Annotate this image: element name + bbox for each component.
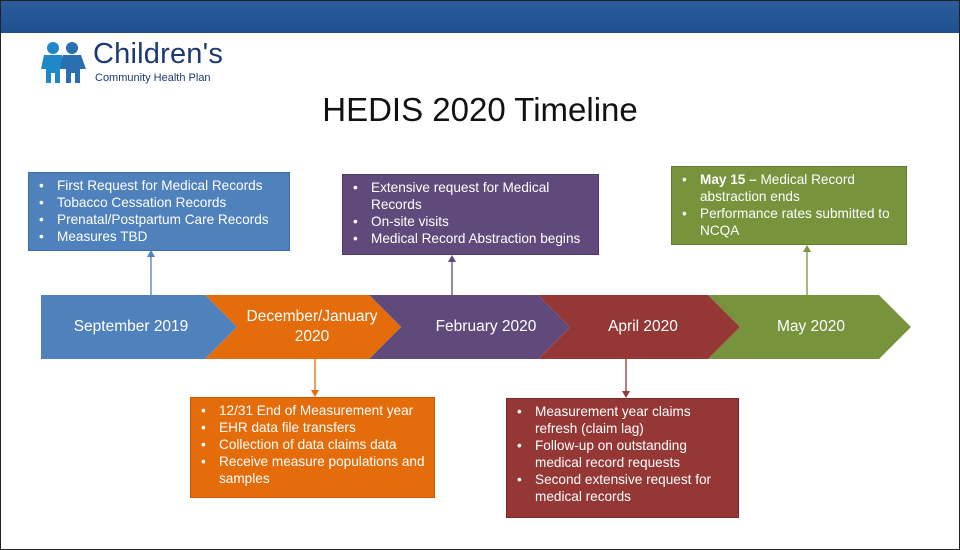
- bullet-item: Measurement year claims refresh (claim l…: [511, 403, 730, 437]
- chevron-april: [538, 295, 740, 359]
- callout-february: Extensive request for Medical Records On…: [342, 174, 599, 255]
- bullet-item: Medical Record Abstraction begins: [347, 230, 590, 247]
- bullet-item: Tobacco Cessation Records: [33, 194, 281, 211]
- arrowhead-february: [448, 255, 456, 262]
- connector-lines: [147, 245, 811, 398]
- callout-december: 12/31 End of Measurement year EHR data f…: [190, 397, 435, 498]
- timeline-label-september: September 2019: [73, 318, 189, 335]
- timeline-label-april: April 2020: [608, 318, 678, 335]
- bullet-item: EHR data file transfers: [195, 419, 426, 436]
- timeline-label-december: December/January 2020: [246, 308, 378, 345]
- arrowhead-april: [622, 391, 630, 398]
- bullet-item: Prenatal/Postpartum Care Records: [33, 211, 281, 228]
- callout-may: May 15 – Medical Record abstraction ends…: [671, 166, 907, 245]
- callout-april: Measurement year claims refresh (claim l…: [506, 398, 739, 518]
- chevron-february: [369, 295, 570, 359]
- bullet-item: May 15 – Medical Record abstraction ends: [676, 171, 898, 205]
- page-title: HEDIS 2020 Timeline: [322, 91, 638, 128]
- arrowhead-may: [803, 245, 811, 252]
- chevron-december: [205, 295, 401, 359]
- timeline-label-february: February 2020: [435, 318, 537, 335]
- timeline-label-may: May 2020: [776, 318, 846, 335]
- bullet-item: First Request for Medical Records: [33, 177, 281, 194]
- arrowhead-december: [311, 390, 319, 397]
- children-figures-icon: [41, 42, 86, 83]
- bullet-item: Measures TBD: [33, 228, 281, 245]
- logo-subtitle: Community Health Plan: [95, 72, 211, 84]
- chevron-september: [41, 295, 237, 359]
- bullet-item: Collection of data claims data: [195, 436, 426, 453]
- callout-september: First Request for Medical Records Tobacc…: [28, 172, 290, 251]
- bullet-item: On-site visits: [347, 213, 590, 230]
- bullet-item: 12/31 End of Measurement year: [195, 402, 426, 419]
- bullet-item: Receive measure populations and samples: [195, 453, 426, 487]
- header-bar: [1, 1, 959, 33]
- bullet-item: Performance rates submitted to NCQA: [676, 205, 898, 239]
- bullet-item: Extensive request for Medical Records: [347, 179, 590, 213]
- bullet-item: Follow-up on outstanding medical record …: [511, 437, 730, 471]
- bold-date: May 15 –: [700, 172, 757, 187]
- chevron-may: [708, 295, 911, 359]
- logo-name: Children's: [93, 38, 224, 70]
- arrowhead-september: [147, 250, 155, 257]
- bullet-item: Second extensive request for medical rec…: [511, 471, 730, 505]
- bullet-text: Medical Record abstraction ends: [700, 172, 855, 204]
